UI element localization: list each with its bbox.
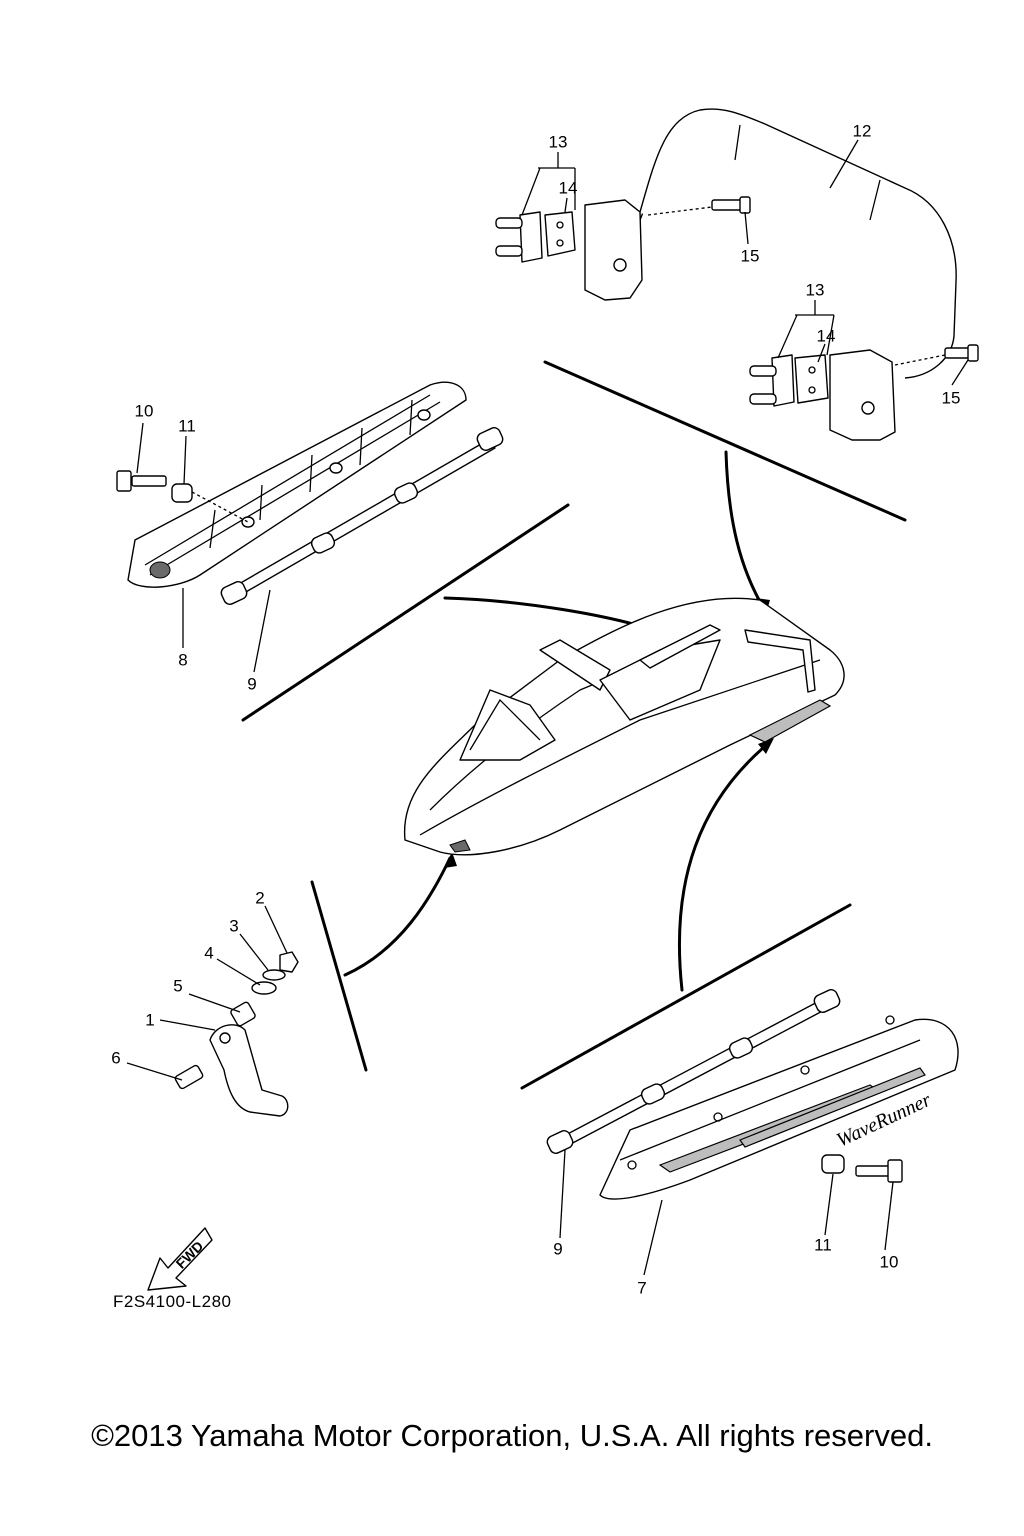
callout-6: 6 <box>111 1048 121 1068</box>
arrow-sponson <box>678 740 772 992</box>
callout-8: 8 <box>178 650 188 670</box>
fwd-direction-arrow: FWD <box>147 1227 213 1291</box>
arrow-grab-bar <box>724 450 768 614</box>
callout-12: 12 <box>852 121 872 141</box>
sponson-assembly: WaveRunner <box>546 989 959 1200</box>
callout-14-lower: 14 <box>816 326 836 346</box>
arrow-sponson-head <box>758 738 774 754</box>
callout-14-upper: 14 <box>558 178 578 198</box>
callout-7: 7 <box>637 1278 647 1298</box>
leader-lines <box>126 139 969 1276</box>
drawing-code: F2S4100-L280 <box>113 1292 232 1311</box>
callout-9-upper: 9 <box>247 674 257 694</box>
callout-4: 4 <box>204 943 214 963</box>
callout-11-lower: 11 <box>814 1235 832 1255</box>
callout-1: 1 <box>145 1010 155 1030</box>
arrow-tow-hook <box>343 856 452 977</box>
group-bracket-top-right <box>543 360 907 522</box>
callout-15-upper: 15 <box>740 246 760 266</box>
tow-hook-assembly <box>174 951 299 1117</box>
arrow-tow-hook-head <box>444 852 457 868</box>
copyright-notice: ©2013 Yamaha Motor Corporation, U.S.A. A… <box>91 1418 933 1453</box>
callout-5: 5 <box>173 976 183 996</box>
callout-9-lower: 9 <box>553 1239 563 1259</box>
callout-10-lower: 10 <box>879 1252 899 1272</box>
grab-bar-assembly <box>495 108 979 441</box>
group-bracket-left <box>241 503 570 722</box>
deck-handle-assembly <box>116 381 504 605</box>
callout-13-lower: 13 <box>805 280 825 300</box>
callout-3: 3 <box>229 916 239 936</box>
callout-15-lower: 15 <box>941 388 961 408</box>
callout-13-upper: 13 <box>548 132 568 152</box>
group-bracket-lower-right <box>520 903 852 1090</box>
callout-2: 2 <box>255 888 265 908</box>
callout-11-upper: 11 <box>178 416 196 436</box>
callout-10-upper: 10 <box>134 401 154 421</box>
group-bracket-lower-left <box>310 880 368 1072</box>
watercraft-hull <box>403 597 845 856</box>
